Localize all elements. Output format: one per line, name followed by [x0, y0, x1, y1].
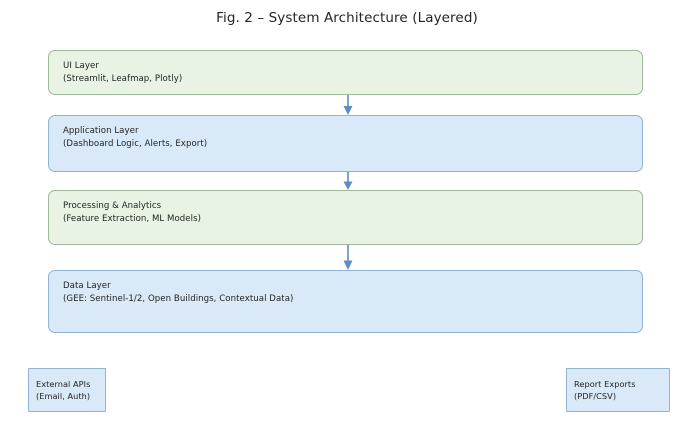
side-box-report-exports: Report Exports (PDF/CSV) [566, 368, 670, 412]
side-subtitle-report-exports: (PDF/CSV) [574, 391, 617, 401]
layer-box-data: Data Layer (GEE: Sentinel-1/2, Open Buil… [48, 270, 643, 333]
layer-title-processing: Processing & Analytics [63, 201, 162, 211]
layer-subtitle-processing: (Feature Extraction, ML Models) [63, 214, 202, 224]
side-title-report-exports: Report Exports [574, 379, 636, 389]
figure-title: Fig. 2 – System Architecture (Layered) [216, 10, 478, 26]
layer-title-data: Data Layer [63, 281, 111, 291]
layer-subtitle-ui: (Streamlit, Leafmap, Plotly) [63, 74, 183, 84]
arrow-down-icon-ui-to-application [338, 95, 358, 115]
arrow-down-icon-application-to-processing [338, 172, 358, 190]
arrow-down-icon-processing-to-data [338, 245, 358, 270]
layer-title-ui: UI Layer [63, 61, 99, 71]
side-title-external-apis: External APIs [36, 379, 91, 389]
side-box-external-apis: External APIs (Email, Auth) [28, 368, 106, 412]
layer-box-application: Application Layer (Dashboard Logic, Aler… [48, 115, 643, 172]
layer-box-ui: UI Layer (Streamlit, Leafmap, Plotly) [48, 50, 643, 95]
layer-title-application: Application Layer [63, 126, 139, 136]
layer-subtitle-application: (Dashboard Logic, Alerts, Export) [63, 139, 208, 149]
side-subtitle-external-apis: (Email, Auth) [36, 391, 91, 401]
layer-subtitle-data: (GEE: Sentinel-1/2, Open Buildings, Cont… [63, 294, 294, 304]
layer-box-processing: Processing & Analytics (Feature Extracti… [48, 190, 643, 245]
